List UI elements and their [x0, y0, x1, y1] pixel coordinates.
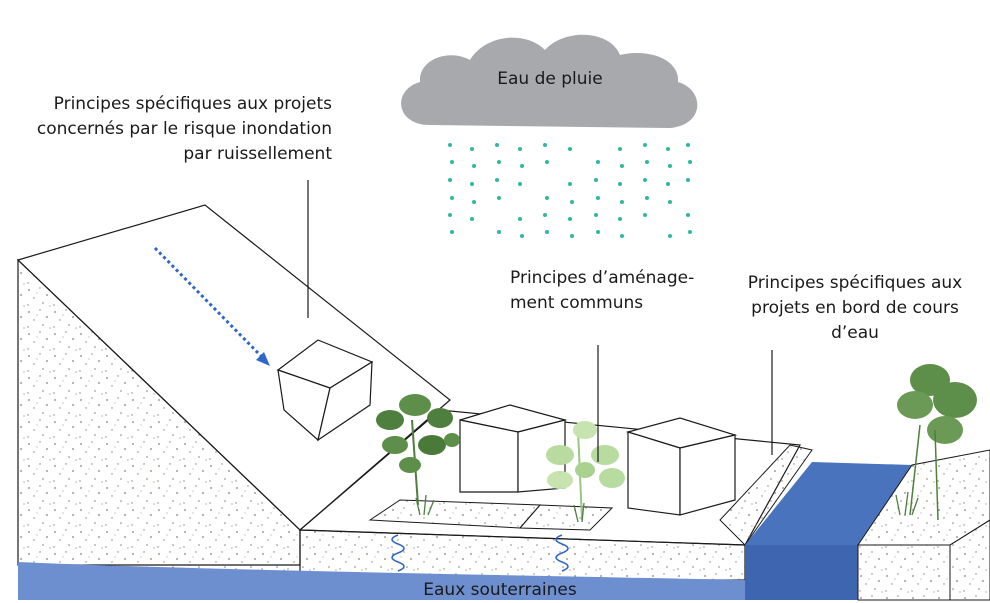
rain-drop [596, 160, 600, 164]
rain-drop [568, 182, 572, 186]
rain-drop [643, 178, 647, 182]
river-surface [745, 462, 912, 545]
cloud-label: Eau de pluie [497, 69, 603, 89]
leader-lines [307, 180, 773, 462]
rain-drop [568, 217, 572, 221]
rain-drop [450, 196, 454, 200]
groundwater-label: Eaux souterraines [423, 580, 577, 600]
rain-drops [448, 143, 692, 238]
rain-drop [618, 147, 622, 151]
runoff-principles-label: Principes spécifiques aux projets concer… [10, 92, 332, 167]
rain-drop [545, 196, 549, 200]
rain-cloud [401, 34, 698, 128]
house-hillside [276, 339, 374, 442]
rain-drop [668, 164, 672, 168]
rain-drop [618, 182, 622, 186]
runoff-principles-line3: par ruissellement [183, 144, 332, 164]
rain-drop [470, 147, 474, 151]
rain-drop [472, 200, 476, 204]
riverside-principles-label: Principes spécifiques aux projets en bor… [730, 271, 980, 346]
rain-drop [518, 217, 522, 221]
rain-drop [543, 213, 547, 217]
rain-drop [666, 147, 670, 151]
rain-drop [570, 234, 574, 238]
runoff-principles-line2: concernés par le risque inondation [36, 119, 332, 139]
rain-drop [450, 160, 454, 164]
rain-drop [596, 230, 600, 234]
rain-drop [495, 178, 499, 182]
rain-drop [472, 164, 476, 168]
infiltration-spirals [391, 534, 569, 572]
rain-drop [497, 160, 501, 164]
runoff-principles-line1: Principes spécifiques aux projets [53, 94, 332, 114]
rain-drop [497, 196, 501, 200]
riverbank-right-soil [857, 544, 951, 601]
rain-drop [497, 230, 501, 234]
riverside-principles-line3: d’eau [831, 323, 879, 343]
rain-drop [448, 143, 452, 147]
grass-tufts [415, 491, 919, 523]
rain-drop [686, 213, 690, 217]
rain-drop [518, 182, 522, 186]
rain-drop [645, 196, 649, 200]
rain-drop [543, 143, 547, 147]
river-section [745, 545, 858, 600]
rain-drop [620, 164, 624, 168]
common-principles-line2: ment communs [510, 293, 644, 313]
rain-drop [686, 143, 690, 147]
house-right [625, 417, 738, 516]
rain-drop [668, 200, 672, 204]
riverbank-right-side [949, 519, 990, 601]
rain-drop [495, 143, 499, 147]
rain-drop [470, 217, 474, 221]
rain-drop [688, 230, 692, 234]
rain-drop [470, 182, 474, 186]
riverside-principles-line1: Principes spécifiques aux [747, 273, 963, 293]
rain-drop [448, 213, 452, 217]
rain-drop [643, 143, 647, 147]
rain-drop [666, 182, 670, 186]
runoff-arrow [153, 246, 270, 366]
tree-light [546, 421, 625, 521]
rain-drop [448, 178, 452, 182]
rain-drop [520, 164, 524, 168]
rain-drop [643, 213, 647, 217]
rain-drop [596, 196, 600, 200]
rain-drop [618, 217, 622, 221]
rain-drop [518, 147, 522, 151]
tree-dark [376, 394, 460, 506]
planted-strip-2 [518, 504, 614, 531]
rain-drop [688, 160, 692, 164]
common-principles-label: Principes d’aménage- ment communs [510, 266, 720, 316]
groundwater-layer [18, 562, 745, 600]
rain-drop [686, 178, 690, 182]
riverside-principles-line2: projets en bord de cours [751, 298, 959, 318]
rain-drop [520, 234, 524, 238]
rain-drop [668, 234, 672, 238]
rain-drop [570, 200, 574, 204]
rain-drop [594, 178, 598, 182]
rain-drop [620, 200, 624, 204]
rain-drop [450, 230, 454, 234]
rain-drop [620, 234, 624, 238]
rain-drop [568, 147, 572, 151]
riverbank-left [719, 444, 813, 546]
rain-drop [545, 160, 549, 164]
tree-riverside [897, 364, 977, 521]
common-principles-line1: Principes d’aménage- [510, 268, 695, 288]
rain-drop [545, 230, 549, 234]
rain-drop [594, 213, 598, 217]
rain-drop [645, 160, 649, 164]
